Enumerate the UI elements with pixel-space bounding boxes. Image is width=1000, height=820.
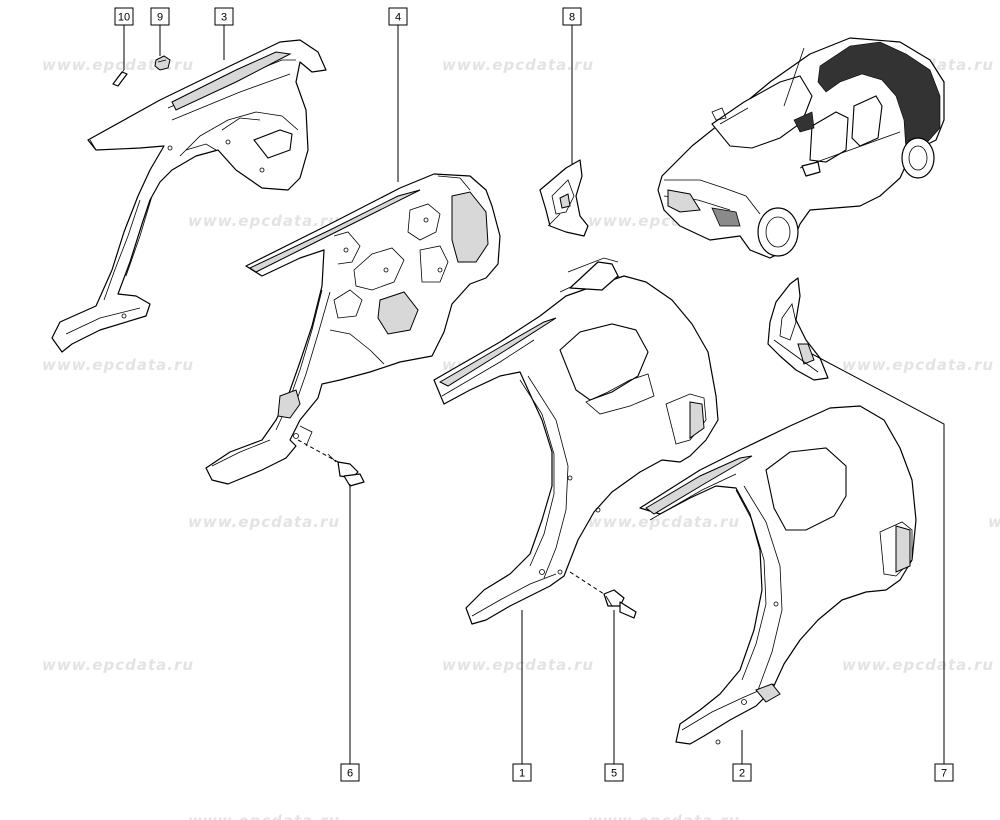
callout-label: 3	[221, 12, 227, 24]
callout-label: 6	[347, 768, 353, 780]
watermark: www.epcdata.ru	[42, 656, 194, 674]
callout-box	[512, 763, 532, 782]
callout-3: 3	[214, 7, 234, 26]
callout-box	[732, 763, 752, 782]
callout-box	[114, 7, 134, 26]
callout-box	[604, 763, 624, 782]
callout-box	[562, 7, 582, 26]
callout-8: 8	[562, 7, 582, 26]
callout-box	[150, 7, 170, 26]
watermark: www.epcdata.ru	[588, 513, 740, 531]
callout-box	[340, 763, 360, 782]
watermark: www.epcdata.ru	[842, 656, 994, 674]
watermark: www.epcdata.ru	[988, 513, 1000, 531]
callout-label: 8	[569, 12, 575, 24]
part-1-outer-side-panel	[433, 257, 719, 625]
callout-5: 5	[604, 763, 624, 782]
part-3-inner-panel	[51, 39, 327, 353]
watermark: www.epcdata.ru	[42, 356, 194, 374]
callout-label: 2	[739, 768, 745, 780]
callout-label: 5	[611, 768, 617, 780]
part-8-bracket	[539, 159, 589, 237]
callout-7: 7	[934, 763, 954, 782]
watermark: www.epcdata.ru	[188, 812, 340, 820]
callout-label: 1	[519, 768, 525, 780]
leader-lines	[123, 25, 945, 764]
callout-box	[934, 763, 954, 782]
part-6-fastener	[327, 453, 365, 487]
callout-box	[388, 7, 408, 26]
watermark: www.epcdata.ru	[188, 513, 340, 531]
callout-9: 9	[150, 7, 170, 26]
part-4-wheelhouse-assembly	[205, 173, 501, 485]
callout-label: 10	[118, 12, 130, 24]
watermark: www.epcdata.ru	[842, 356, 994, 374]
callout-label: 9	[157, 12, 163, 24]
callout-6: 6	[340, 763, 360, 782]
watermark: www.epcdata.ru	[442, 656, 594, 674]
part-10-pin	[112, 69, 128, 87]
callout-2: 2	[732, 763, 752, 782]
watermark: www.epcdata.ru	[42, 56, 194, 74]
vehicle-location-illustration	[657, 37, 945, 259]
part-7-bracket	[767, 277, 829, 381]
callout-4: 4	[388, 7, 408, 26]
watermark: www.epcdata.ru	[442, 56, 594, 74]
callout-box	[214, 7, 234, 26]
part-2-outer-side-panel	[639, 405, 917, 745]
callout-label: 7	[941, 768, 947, 780]
watermark: www.epcdata.ru	[588, 812, 740, 820]
part-5-fastener	[603, 589, 637, 619]
callout-10: 10	[114, 7, 134, 26]
callout-label: 4	[395, 12, 401, 24]
part-9-clip	[154, 55, 171, 71]
callout-1: 1	[512, 763, 532, 782]
watermark: www.epcdata.ru	[188, 212, 340, 230]
